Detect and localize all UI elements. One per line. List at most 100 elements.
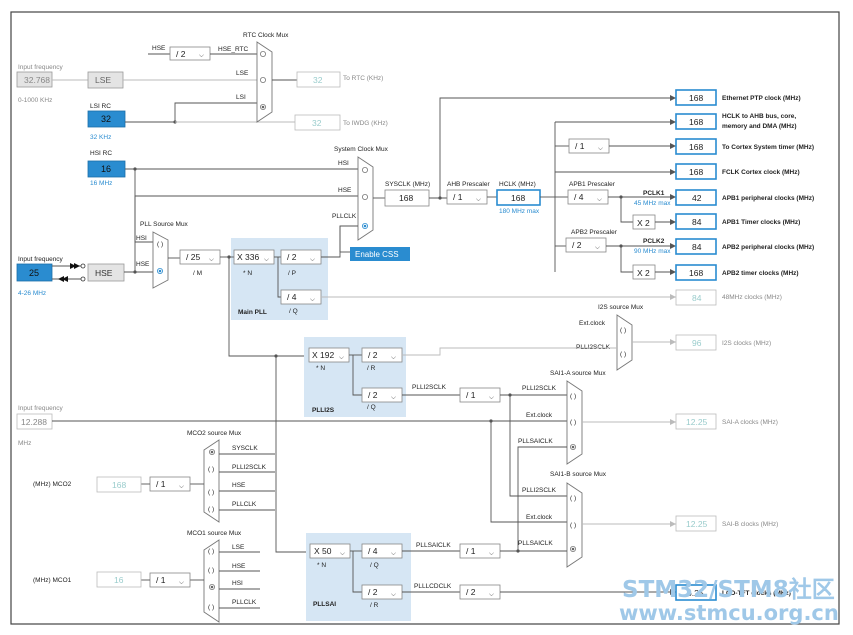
i2s-mux-title: I2S source Mux <box>598 304 644 311</box>
i2s-radio-pll: ( ) <box>620 351 626 358</box>
chevron-down-icon: ⌵ <box>489 591 494 598</box>
sysclk-radio-hsi[interactable] <box>361 166 368 173</box>
hse-block[interactable] <box>87 263 125 282</box>
chevron-down-icon: ⌵ <box>597 196 602 203</box>
hclk-ahb-output <box>675 113 717 130</box>
sai-a-radio-1: ( ) <box>570 393 576 400</box>
rtc-radio-lse[interactable] <box>259 77 266 84</box>
mco1-output <box>96 571 142 588</box>
sysclk-radio-hse[interactable] <box>361 193 368 200</box>
rtc-mux-title: RTC Clock Mux <box>243 32 289 39</box>
pllsai-saiclk-label: PLLSAICLK <box>416 542 451 549</box>
out-4-value: 42 <box>692 193 702 203</box>
pll-src-hsi: HSI <box>136 235 147 242</box>
lsi-block[interactable] <box>87 110 126 128</box>
out-7-label: APB2 timer clocks (MHz) <box>722 270 799 277</box>
plli2s-n-value: X 192 <box>312 350 334 360</box>
pll-src-hse: HSE <box>136 261 150 268</box>
lse-label: LSE <box>95 75 111 85</box>
rtc-radio-hse[interactable] <box>259 51 266 58</box>
mco2-radio-2: ( ) <box>208 466 214 473</box>
sai-a-label: SAI-A clocks (MHz) <box>722 419 778 426</box>
pll48-label: 48MHz clocks (MHz) <box>722 294 782 301</box>
mco2-radio-4: ( ) <box>208 506 214 513</box>
pllsai-r-value: / 2 <box>368 587 378 597</box>
iwdg-output-value: 32 <box>312 118 322 128</box>
apb1-timer-output <box>675 213 717 230</box>
sysclk-in-pllclk: PLLCLK <box>332 213 357 220</box>
mco1-source-mux[interactable] <box>203 539 220 623</box>
apb1-prescaler-value: / 4 <box>574 192 584 202</box>
hsi-title: HSI RC <box>90 150 112 157</box>
lcd-tft-output <box>675 584 717 601</box>
out-1-label: HCLK to AHB bus, core, <box>722 113 796 120</box>
pll-q-label: / Q <box>289 308 298 315</box>
sai-a-radio-2: ( ) <box>570 419 576 426</box>
pll-source-mux[interactable] <box>152 231 169 289</box>
chevron-down-icon: ⌵ <box>339 354 344 361</box>
lsi-title: LSI RC <box>90 103 111 110</box>
i2s-output <box>675 334 717 351</box>
sysclk-mux-title: System Clock Mux <box>334 146 389 153</box>
mco1-in-1: HSE <box>232 563 246 570</box>
mco2-source-mux[interactable] <box>203 439 220 523</box>
sai-b-output <box>675 515 717 532</box>
lse-range: 0-1000 KHz <box>18 97 52 104</box>
hsi-value: 16 <box>101 164 111 174</box>
mco2-radio-3: ( ) <box>208 489 214 496</box>
out-6-value: 84 <box>692 242 702 252</box>
mco2-in-2: HSE <box>232 482 246 489</box>
sai-a-mux-title: SAI1-A source Mux <box>550 370 606 377</box>
enable-css-button[interactable] <box>350 247 410 261</box>
plli2s-r-label: / R <box>367 365 376 372</box>
chevron-down-icon: ⌵ <box>598 145 603 152</box>
pll-m-value: / 25 <box>186 252 200 262</box>
diagram-frame <box>10 11 840 625</box>
lse-freq-title: Input frequency <box>18 64 64 71</box>
sai-a-in3: PLLSAICLK <box>518 438 553 445</box>
mco1-radio-2: ( ) <box>208 567 214 574</box>
lcd-label: LCD-TFT clocks (MHz) <box>722 590 791 597</box>
rtc-hse-div-select[interactable] <box>169 46 211 61</box>
hse-freq-title: Input frequency <box>18 256 64 263</box>
mco2-in-3: PLLCLK <box>232 501 257 508</box>
sai-b-value: 12.25 <box>686 519 708 529</box>
chevron-down-icon: ⌵ <box>391 591 396 598</box>
pllsai-q-value: / 4 <box>368 546 378 556</box>
watermark-line2: www.stmcu.org.cn <box>619 601 839 625</box>
i2s-in-freq-input[interactable] <box>16 413 53 430</box>
pllsai-n-value: X 50 <box>314 546 332 556</box>
sai-b-in1: PLLI2SCLK <box>522 487 557 494</box>
out-6-label: APB2 peripheral clocks (MHz) <box>722 244 814 251</box>
ahb-prescaler-value: / 1 <box>453 192 463 202</box>
pclk2-label: PCLK2 <box>643 238 665 245</box>
sai-b-mux-title: SAI1-B source Mux <box>550 471 607 478</box>
pll-p-label: / P <box>288 270 296 277</box>
mco2-mux-title: MCO2 source Mux <box>187 430 242 437</box>
i2s-source-mux[interactable] <box>616 314 633 371</box>
chevron-down-icon: ⌵ <box>310 296 315 303</box>
pclk1-label: PCLK1 <box>643 190 665 197</box>
hse-freq-input[interactable] <box>16 263 53 282</box>
lsi-unit: 32 KHz <box>90 134 111 141</box>
rtc-in-lsi: LSI <box>236 94 246 101</box>
out-5-label: APB1 Timer clocks (MHz) <box>722 219 800 226</box>
sai-b-source-mux[interactable] <box>566 482 583 568</box>
apb2-prescaler-select[interactable] <box>565 237 607 253</box>
pllsai-n-label: * N <box>317 562 326 569</box>
sai-b-radio-1: ( ) <box>570 495 576 502</box>
hclk-input[interactable] <box>496 189 541 206</box>
out-3-value: 168 <box>689 167 703 177</box>
i2s-in-unit: MHz <box>18 440 31 447</box>
pll-q-value: / 4 <box>287 292 297 302</box>
chevron-down-icon: ⌵ <box>476 196 481 203</box>
lse-freq-input[interactable] <box>16 71 53 88</box>
i2s-radio-ext: ( ) <box>620 327 626 334</box>
i2s-in-freq-title: Input frequency <box>18 405 64 412</box>
mco1-mux-title: MCO1 source Mux <box>187 530 242 537</box>
rtc-hse-div: / 2 <box>176 49 186 59</box>
hclk-note: 180 MHz max <box>499 208 540 215</box>
sysclk-label: SYSCLK (MHz) <box>385 181 430 188</box>
sai-a-source-mux[interactable] <box>566 380 583 465</box>
